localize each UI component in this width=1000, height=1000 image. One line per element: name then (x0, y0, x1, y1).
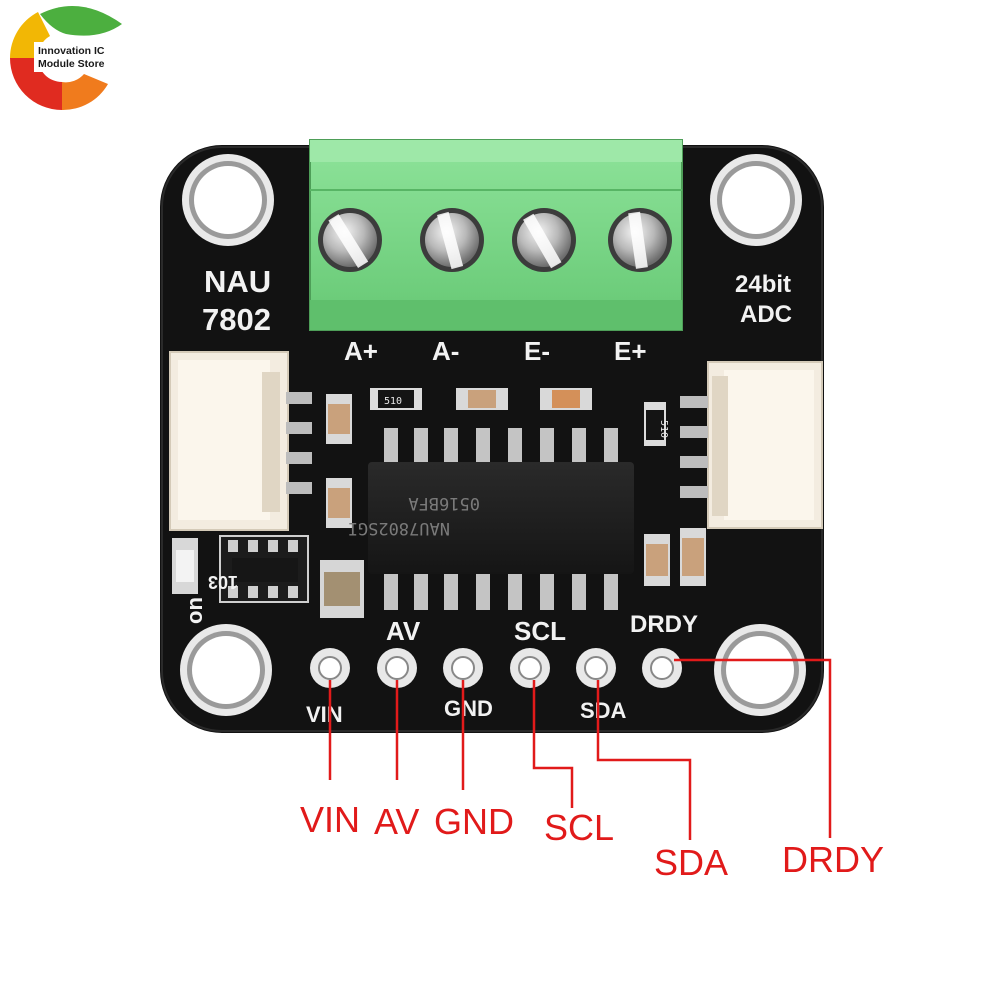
logo-text-line2: Module Store (38, 58, 105, 70)
mounting-hole-bottom-right (714, 624, 806, 716)
logo-text-backing (34, 42, 120, 72)
callout-line-scl (532, 680, 574, 808)
resistor-510-right: 510 (644, 402, 669, 446)
callout-line-sda (596, 680, 692, 840)
callout-line-drdy (674, 658, 832, 838)
pcb-board: NAU 7802 24bit ADC (160, 139, 824, 733)
callout-label-sda: SDA (654, 842, 728, 883)
terminal-label-e-plus: E+ (614, 336, 647, 366)
terminal-label-a-plus: A+ (344, 336, 378, 366)
resistor-right-label: 510 (658, 420, 669, 438)
screw-terminal-block (309, 139, 683, 331)
pin-hole-av (377, 648, 417, 688)
board-spec-line1: 24bit (735, 271, 791, 298)
resistor-array-label: 103 (208, 572, 238, 592)
mounting-hole-top-left (182, 154, 274, 246)
terminal-screw-4 (608, 208, 672, 272)
power-led (172, 538, 198, 594)
resistor-510-top: 510 (370, 388, 422, 410)
callout-label-drdy: DRDY (782, 839, 884, 880)
pin-label-sda: SDA (580, 698, 627, 723)
mounting-hole-bottom-left (180, 624, 272, 716)
callout-label-gnd: GND (434, 801, 514, 842)
large-capacitor (320, 560, 364, 618)
pin-label-gnd: GND (444, 696, 493, 721)
pin-hole-scl (510, 648, 550, 688)
terminal-label-a-minus: A- (432, 336, 459, 366)
resistor-top-label: 510 (384, 396, 402, 407)
nau7802-chip: NAU7802SGI 0516BFA (348, 428, 634, 610)
pin-label-vin: VIN (306, 702, 343, 727)
callout-lines (328, 658, 832, 840)
board-title-line2: 7802 (202, 302, 271, 337)
callout-label-av: AV (374, 801, 419, 842)
logo-green-leaf (40, 6, 122, 36)
pin-hole-gnd (443, 648, 483, 688)
terminal-label-e-minus: E- (524, 336, 550, 366)
store-logo: Innovation IC Module Store (10, 6, 122, 111)
qwiic-connector-left (169, 351, 312, 531)
callout-label-scl: SCL (544, 807, 614, 848)
resistor-array-103: 103 (208, 535, 309, 603)
terminal-screw-3 (512, 208, 576, 272)
pin-label-drdy: DRDY (630, 611, 698, 638)
mounting-hole-top-right (710, 154, 802, 246)
pin-hole-vin (310, 648, 350, 688)
qwiic-connector-right (680, 361, 823, 529)
terminal-screw-2 (420, 208, 484, 272)
logo-orange-arc (62, 74, 108, 111)
terminal-screw-1 (318, 208, 382, 272)
chip-marking-line2: 0516BFA (408, 493, 480, 513)
pin-label-av: AV (386, 616, 421, 646)
board-title-line1: NAU (204, 264, 271, 299)
led-label: on (182, 597, 207, 624)
pin-hole-sda (576, 648, 616, 688)
logo-red-arc (10, 58, 62, 110)
chip-marking-line1: NAU7802SGI (348, 518, 450, 538)
logo-text-line1: Innovation IC (38, 45, 105, 57)
callout-label-vin: VIN (300, 799, 360, 840)
pin-label-scl: SCL (514, 616, 566, 646)
board-spec-line2: ADC (740, 301, 792, 328)
pin-hole-drdy (642, 648, 682, 688)
